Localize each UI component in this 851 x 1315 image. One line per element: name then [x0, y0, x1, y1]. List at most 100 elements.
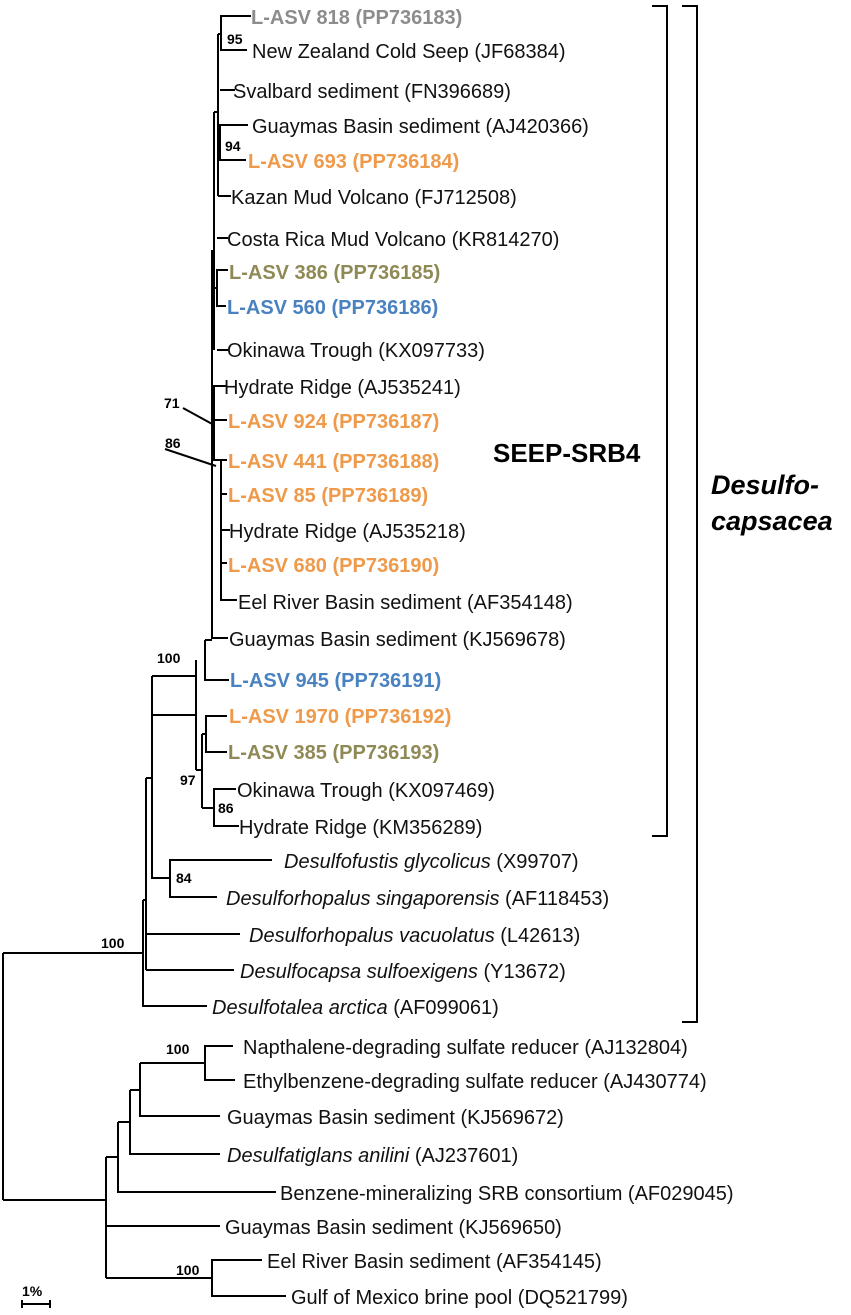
- scale-bar-label: 1%: [22, 1283, 43, 1299]
- leaf-accession: (L42613): [495, 925, 581, 947]
- leaf-accession: (KX097469): [383, 780, 495, 802]
- leaf-accession: (KM356289): [367, 817, 483, 839]
- leaf-label: L-ASV 85 (PP736189): [228, 485, 428, 507]
- leaf-accession: (PP736188): [327, 451, 439, 473]
- desulfocapsaceae-bracket: [682, 5, 698, 1023]
- leaf-accession: (FN396689): [399, 81, 511, 103]
- bootstrap-value: 94: [225, 138, 241, 154]
- leaf-name: L-ASV 1970: [229, 706, 339, 728]
- leaf-label: Napthalene-degrading sulfate reducer (AJ…: [243, 1037, 688, 1059]
- leaf-accession: (KX097733): [373, 340, 485, 362]
- tree-branches: [2, 15, 286, 1297]
- leaf-name: Hydrate Ridge: [224, 377, 352, 399]
- leaf-accession: (Y13672): [478, 961, 566, 983]
- leaf-name: Svalbard sediment: [233, 81, 399, 103]
- leaf-name: L-ASV 818: [251, 7, 350, 29]
- leaf-label: Hydrate Ridge (AJ535241): [224, 377, 461, 399]
- bootstrap-value: 84: [176, 870, 192, 886]
- clade-label-family-line1: Desulfo-: [711, 470, 819, 500]
- leaf-name: Desulfotalea arctica: [212, 997, 388, 1019]
- leaf-accession: (KJ569672): [455, 1107, 564, 1129]
- leaf-accession: (AF118453): [500, 888, 610, 910]
- leaf-name: Guaymas Basin sediment: [229, 629, 457, 651]
- leaf-name: L-ASV 945: [230, 670, 329, 692]
- leaf-label: L-ASV 385 (PP736193): [228, 742, 439, 764]
- leaf-label: Desulforhopalus singaporensis (AF118453): [226, 888, 609, 910]
- leaf-label: Desulfatiglans anilini (AJ237601): [227, 1145, 518, 1167]
- bootstrap-value: 100: [157, 650, 181, 666]
- leaf-label: Okinawa Trough (KX097733): [227, 340, 485, 362]
- leaf-accession: (PP736183): [350, 7, 462, 29]
- leaf-accession: (AJ132804): [579, 1037, 688, 1059]
- bootstrap-value: 100: [101, 935, 125, 951]
- leaf-accession: (PP736186): [326, 297, 438, 319]
- leaf-accession: (X99707): [491, 851, 579, 873]
- leaf-label: L-ASV 945 (PP736191): [230, 670, 441, 692]
- leaf-name: L-ASV 924: [228, 411, 328, 433]
- leaf-name: Desulforhopalus singaporensis: [226, 888, 500, 910]
- leaf-label: L-ASV 386 (PP736185): [229, 262, 440, 284]
- leaf-label: Guaymas Basin sediment (AJ420366): [252, 116, 589, 138]
- leaf-accession: (AF354148): [461, 592, 572, 614]
- leaf-label: Guaymas Basin sediment (KJ569672): [227, 1107, 564, 1129]
- leaf-label: Desulfofustis glycolicus (X99707): [284, 851, 579, 873]
- leaf-accession: (AF354145): [490, 1251, 601, 1273]
- leaf-name: Okinawa Trough: [237, 780, 383, 802]
- leaf-name: Hydrate Ridge: [229, 521, 357, 543]
- leaf-accession: (PP736192): [339, 706, 451, 728]
- leaf-name: Desulfatiglans anilini: [227, 1145, 410, 1167]
- leaf-label: Gulf of Mexico brine pool (DQ521799): [291, 1287, 628, 1309]
- leaf-label: Costa Rica Mud Volcano (KR814270): [227, 229, 559, 251]
- leaf-label: New Zealand Cold Seep (JF68384): [252, 41, 566, 63]
- leaf-label: Okinawa Trough (KX097469): [237, 780, 495, 802]
- leaf-label: Svalbard sediment (FN396689): [233, 81, 511, 103]
- seep-srb4-bracket: [652, 5, 668, 837]
- leaf-name: Gulf of Mexico brine pool: [291, 1287, 512, 1309]
- leaf-name: L-ASV 385: [228, 742, 327, 764]
- leaf-accession: (AJ430774): [598, 1071, 707, 1093]
- leaf-accession: (KR814270): [446, 229, 559, 251]
- leaf-accession: (PP736185): [328, 262, 440, 284]
- leaf-label: Desulforhopalus vacuolatus (L42613): [249, 925, 580, 947]
- leaf-accession: (KJ569678): [457, 629, 566, 651]
- bootstrap-value: 71: [164, 395, 180, 411]
- leaf-labels: L-ASV 818 (PP736183) New Zealand Cold Se…: [212, 7, 734, 1309]
- leaf-name: Hydrate Ridge: [239, 817, 367, 839]
- leaf-label: Benzene-mineralizing SRB consortium (AF0…: [280, 1183, 734, 1205]
- leaf-label: Kazan Mud Volcano (FJ712508): [231, 187, 517, 209]
- bootstrap-value: 97: [180, 772, 196, 788]
- leaf-name: Guaymas Basin sediment: [225, 1217, 453, 1239]
- leaf-name: Guaymas Basin sediment: [227, 1107, 455, 1129]
- leaf-label: L-ASV 680 (PP736190): [228, 555, 439, 577]
- leaf-label: L-ASV 693 (PP736184): [248, 151, 459, 173]
- leaf-name: Desulfofustis glycolicus: [284, 851, 491, 873]
- leaf-label: Guaymas Basin sediment (KJ569650): [225, 1217, 562, 1239]
- leaf-accession: (AF029045): [622, 1183, 733, 1205]
- leaf-label: Guaymas Basin sediment (KJ569678): [229, 629, 566, 651]
- leaf-accession: (PP736189): [316, 485, 428, 507]
- leaf-accession: (FJ712508): [409, 187, 517, 209]
- leaf-accession: (PP736184): [347, 151, 459, 173]
- leaf-name: L-ASV 85: [228, 485, 316, 507]
- clade-label-family-line2: capsacea: [711, 506, 833, 536]
- leaf-label: L-ASV 818 (PP736183): [251, 7, 462, 29]
- leaf-label: Hydrate Ridge (AJ535218): [229, 521, 466, 543]
- leaf-label: L-ASV 924 (PP736187): [228, 411, 439, 433]
- leaf-accession: (JF68384): [469, 41, 566, 63]
- leaf-name: Kazan Mud Volcano: [231, 187, 409, 209]
- leaf-accession: (PP736187): [327, 411, 439, 433]
- leaf-name: Benzene-mineralizing SRB consortium: [280, 1183, 622, 1205]
- leaf-name: Napthalene-degrading sulfate reducer: [243, 1037, 579, 1059]
- leaf-accession: (AJ420366): [480, 116, 589, 138]
- leaf-accession: (AJ535218): [357, 521, 466, 543]
- bootstrap-value: 100: [166, 1041, 190, 1057]
- leaf-label: Eel River Basin sediment (AF354148): [238, 592, 573, 614]
- leaf-name: Costa Rica Mud Volcano: [227, 229, 446, 251]
- leaf-accession: (PP736191): [329, 670, 441, 692]
- leaf-name: Okinawa Trough: [227, 340, 373, 362]
- leaf-label: Desulfocapsa sulfoexigens (Y13672): [240, 961, 566, 983]
- bootstrap-values: 95 94 71 86 100 97 86 84 100 100 100: [101, 31, 243, 1278]
- leaf-name: Desulforhopalus vacuolatus: [249, 925, 495, 947]
- bootstrap-value: 100: [176, 1262, 200, 1278]
